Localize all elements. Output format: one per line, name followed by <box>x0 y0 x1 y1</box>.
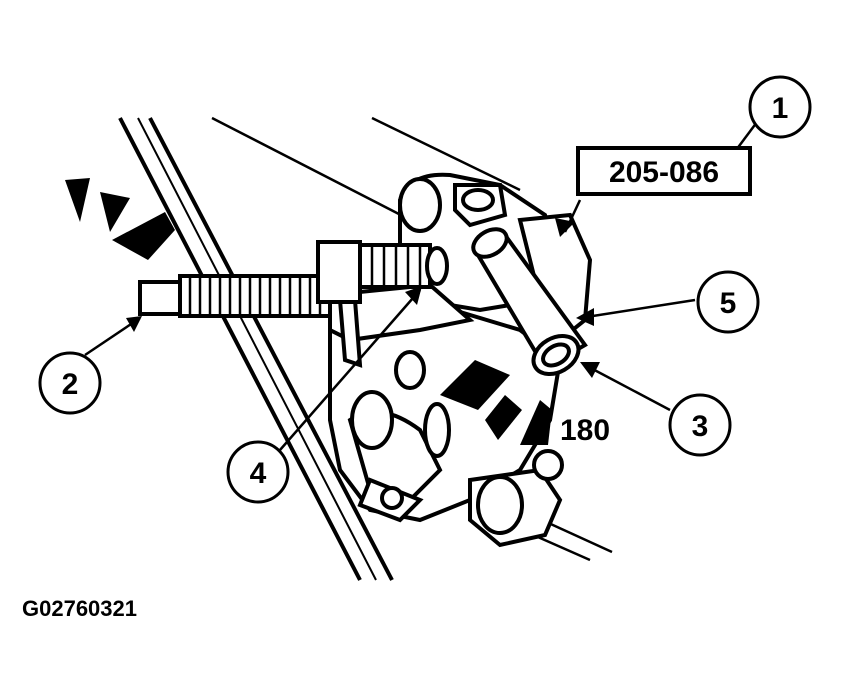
callout-4: 4 <box>226 440 290 504</box>
rotation-arrow-180 <box>440 360 552 445</box>
forcing-screw <box>138 240 449 318</box>
callout-3: 3 <box>668 393 732 457</box>
tool-number-box: 205-086 <box>576 146 752 196</box>
leader-arrowheads <box>126 218 600 378</box>
callout-2-label: 2 <box>62 368 79 401</box>
steering-gear-housing <box>328 297 564 548</box>
callout-3-label: 3 <box>692 410 709 443</box>
tool-sleeve <box>471 227 588 376</box>
callout-4-label: 4 <box>250 457 267 490</box>
rotation-label: 180 <box>560 414 610 447</box>
callout-1-label: 1 <box>772 92 789 125</box>
motion-arrow-left <box>65 178 175 260</box>
figure-id: G02760321 <box>22 596 137 621</box>
frame-rail <box>118 117 394 581</box>
callout-1: 1 <box>748 75 812 139</box>
tool-number-label: 205-086 <box>609 156 719 189</box>
callout-5: 5 <box>696 270 760 334</box>
callout-2: 2 <box>38 351 102 415</box>
callout-5-label: 5 <box>720 287 737 320</box>
